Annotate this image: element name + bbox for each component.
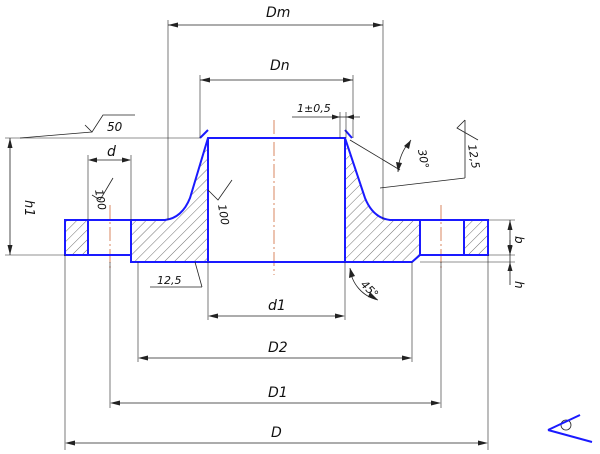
label-d2: D2 [268,340,288,356]
label-d: d [107,144,116,160]
view-symbol [547,414,593,443]
label-roughness-100-left: 100 [92,188,108,211]
label-h: h [512,281,526,289]
labels: Dm Dn 1±0,5 50 d h1 100 100 12,5 30° 12,… [21,5,526,441]
dimension-lines [7,22,513,446]
label-dm: Dm [266,5,290,21]
label-h1: h1 [21,200,36,217]
flange-contour [64,129,489,263]
label-angle-30: 30° [415,148,431,169]
label-d1cap: D1 [268,385,288,401]
section-hatching [65,138,488,262]
label-roughness-12-5-left: 12,5 [157,274,182,287]
extension-lines [5,20,515,450]
label-roughness-50: 50 [107,120,123,134]
label-dn: Dn [270,58,290,74]
label-roughness-12-5-right: 12,5 [465,143,482,169]
label-roughness-100-bore: 100 [215,203,231,226]
label-d1: d1 [268,298,286,314]
roughness-symbols [19,114,479,288]
label-tolerance: 1±0,5 [297,102,331,115]
label-D: D [271,425,282,441]
label-angle-45: 45° [358,278,381,301]
center-lines [109,120,442,275]
label-b: b [512,236,526,244]
